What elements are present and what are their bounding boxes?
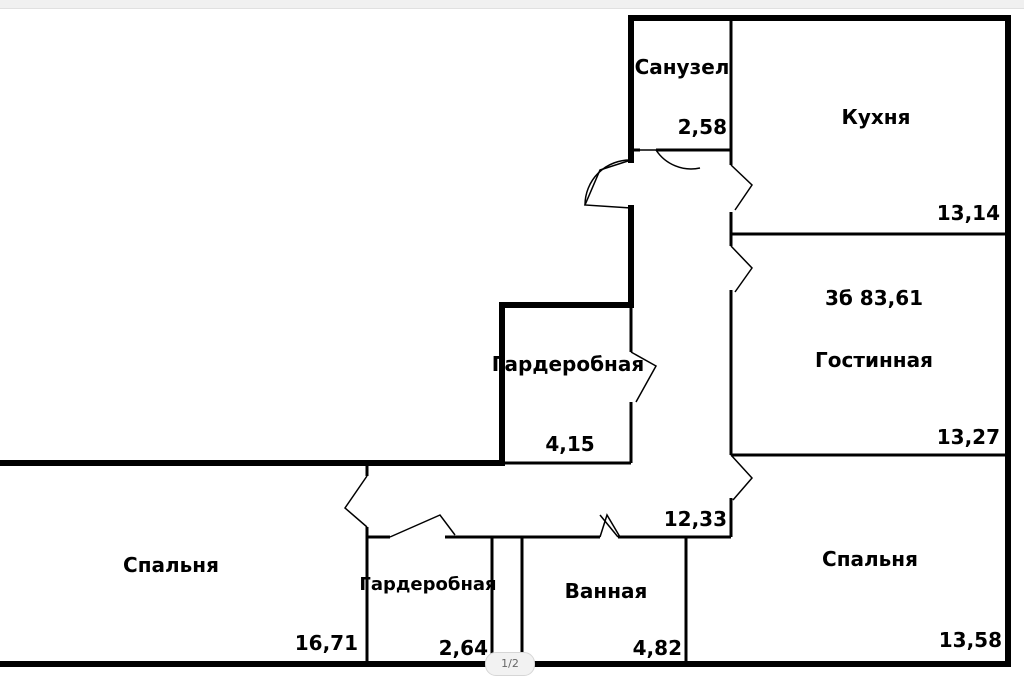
room-labels: Санузел 2,58 Кухня 13,14 3б 83,61 Гостин…: [123, 55, 1002, 660]
viewer-top-bar: [0, 0, 1024, 9]
wardrobe-bottom-name: Гардеробная: [359, 574, 496, 595]
page-indicator[interactable]: 1/2: [485, 652, 535, 676]
bedroom-left-area: 16,71: [295, 631, 358, 655]
bedroom-left-name: Спальня: [123, 553, 219, 577]
living-name: Гостинная: [815, 348, 933, 372]
kitchen-name: Кухня: [842, 105, 911, 129]
living-area: 13,27: [937, 425, 1000, 449]
wc-area: 2,58: [678, 115, 727, 139]
wardrobe-top-area: 4,15: [545, 432, 594, 456]
hall-area: 12,33: [664, 507, 727, 531]
kitchen-area: 13,14: [937, 201, 1000, 225]
wardrobe-bottom-area: 2,64: [439, 636, 488, 660]
bedroom-right-area: 13,58: [939, 628, 1002, 652]
doors: [344, 149, 754, 538]
total-area: 3б 83,61: [825, 286, 923, 310]
bedroom-right-name: Спальня: [822, 547, 918, 571]
wardrobe-top-name: Гардеробная: [492, 352, 644, 376]
wc-name: Санузел: [635, 55, 730, 79]
bath-area: 4,82: [633, 636, 682, 660]
bath-name: Ванная: [565, 579, 648, 603]
